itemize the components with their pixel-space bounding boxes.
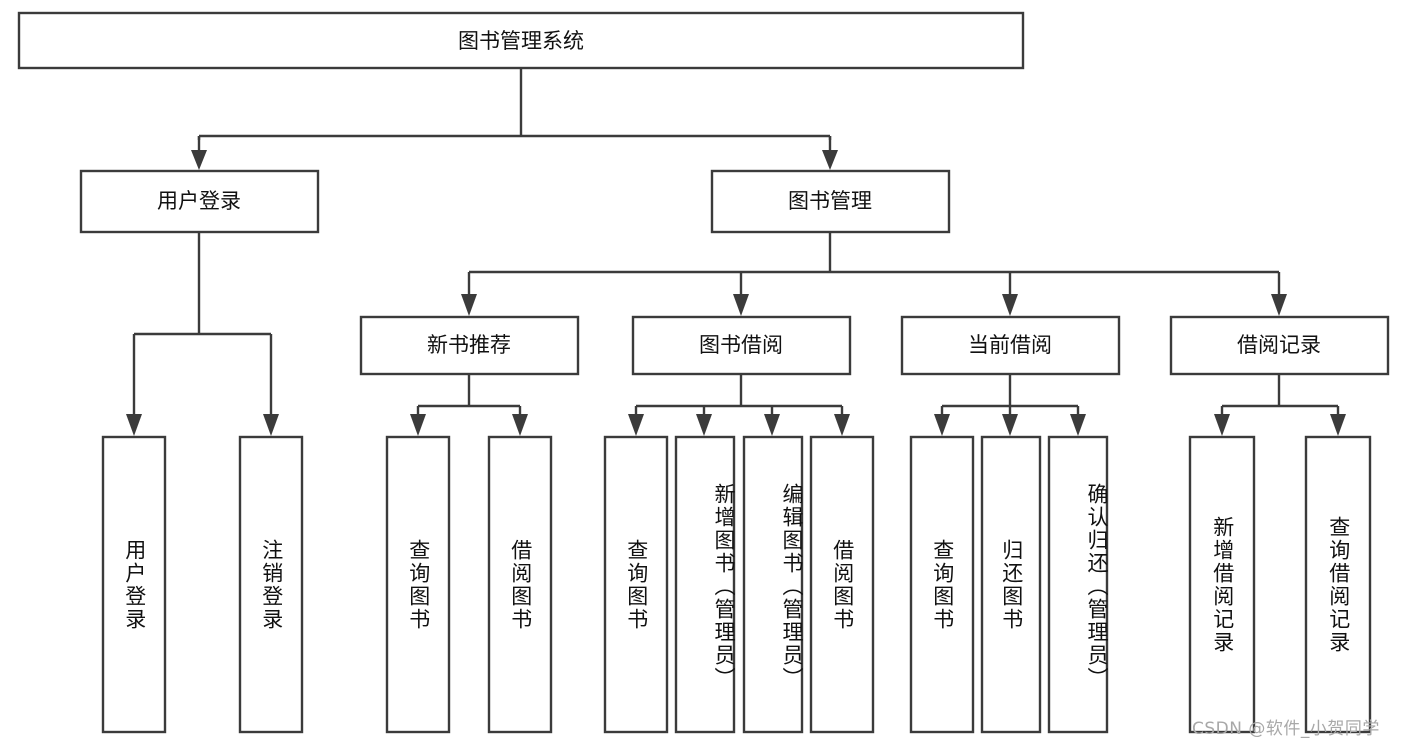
arrow-head-borrow-record bbox=[1271, 294, 1287, 316]
node-leaf-borrow-book-2-box[interactable] bbox=[809, 435, 875, 734]
leaf-boxes-group bbox=[101, 435, 1372, 734]
arrow-head-leaf-add-record bbox=[1214, 414, 1230, 436]
node-leaf-confirm-return-box[interactable] bbox=[1047, 435, 1109, 734]
arrow-head-book-borrow bbox=[733, 294, 749, 316]
node-user-login-box[interactable] bbox=[79, 169, 320, 234]
node-borrow-record-box[interactable] bbox=[1169, 315, 1390, 376]
node-borrow-record[interactable]: 借阅记录 bbox=[1169, 315, 1390, 376]
node-current-borrow-box[interactable] bbox=[900, 315, 1121, 376]
node-leaf-return-book-box[interactable] bbox=[980, 435, 1042, 734]
node-leaf-query-book-1-box[interactable] bbox=[385, 435, 451, 734]
node-book-borrow-label: 图书借阅 bbox=[699, 333, 783, 357]
node-new-book-recommend[interactable]: 新书推荐 bbox=[359, 315, 580, 376]
arrow-head-leaf-query-record bbox=[1330, 414, 1346, 436]
node-leaf-query-record-box[interactable] bbox=[1304, 435, 1372, 734]
arrow-head-leaf-confirm-return bbox=[1070, 414, 1086, 436]
csdn-watermark: CSDN @软件_小贺同学 bbox=[1192, 719, 1380, 739]
node-book-manage-label: 图书管理 bbox=[788, 189, 872, 213]
arrow-head-new-book-recommend bbox=[461, 294, 477, 316]
arrow-head-user-login bbox=[191, 150, 207, 170]
node-new-book-recommend-box[interactable] bbox=[359, 315, 580, 376]
arrow-head-book-manage bbox=[822, 150, 838, 170]
arrow-head-leaf-user-login bbox=[126, 414, 142, 436]
node-leaf-logout-box[interactable] bbox=[238, 435, 304, 734]
node-book-borrow[interactable]: 图书借阅 bbox=[631, 315, 852, 376]
node-leaf-user-login-box[interactable] bbox=[101, 435, 167, 734]
arrow-head-leaf-add-book bbox=[696, 414, 712, 436]
node-leaf-query-book-3-box[interactable] bbox=[909, 435, 975, 734]
node-current-borrow[interactable]: 当前借阅 bbox=[900, 315, 1121, 376]
node-book-manage[interactable]: 图书管理 bbox=[710, 169, 951, 234]
arrow-head-leaf-query-book-1 bbox=[410, 414, 426, 436]
arrow-head-leaf-query-book-3 bbox=[934, 414, 950, 436]
node-leaf-query-book-2-box[interactable] bbox=[603, 435, 669, 734]
node-root-label: 图书管理系统 bbox=[458, 29, 584, 53]
node-leaf-add-book-box[interactable] bbox=[674, 435, 736, 734]
arrow-head-leaf-query-book-2 bbox=[628, 414, 644, 436]
node-leaf-add-record-box[interactable] bbox=[1188, 435, 1256, 734]
node-book-manage-box[interactable] bbox=[710, 169, 951, 234]
node-root-box[interactable] bbox=[17, 11, 1025, 70]
node-user-login[interactable]: 用户登录 bbox=[79, 169, 320, 234]
arrow-head-leaf-borrow-book-1 bbox=[512, 414, 528, 436]
node-leaf-borrow-book-1-box[interactable] bbox=[487, 435, 553, 734]
node-current-borrow-label: 当前借阅 bbox=[968, 333, 1052, 357]
node-leaf-edit-book-box[interactable] bbox=[742, 435, 804, 734]
node-new-book-recommend-label: 新书推荐 bbox=[427, 333, 511, 357]
arrow-head-current-borrow bbox=[1002, 294, 1018, 316]
arrow-head-leaf-return-book bbox=[1002, 414, 1018, 436]
arrow-head-leaf-logout bbox=[263, 414, 279, 436]
node-borrow-record-label: 借阅记录 bbox=[1237, 333, 1321, 357]
node-book-borrow-box[interactable] bbox=[631, 315, 852, 376]
connectors-group bbox=[126, 68, 1346, 436]
node-root[interactable]: 图书管理系统 bbox=[17, 11, 1025, 70]
arrow-head-leaf-borrow-book-2 bbox=[834, 414, 850, 436]
node-user-login-label: 用户登录 bbox=[157, 189, 241, 213]
arrow-head-leaf-edit-book bbox=[764, 414, 780, 436]
